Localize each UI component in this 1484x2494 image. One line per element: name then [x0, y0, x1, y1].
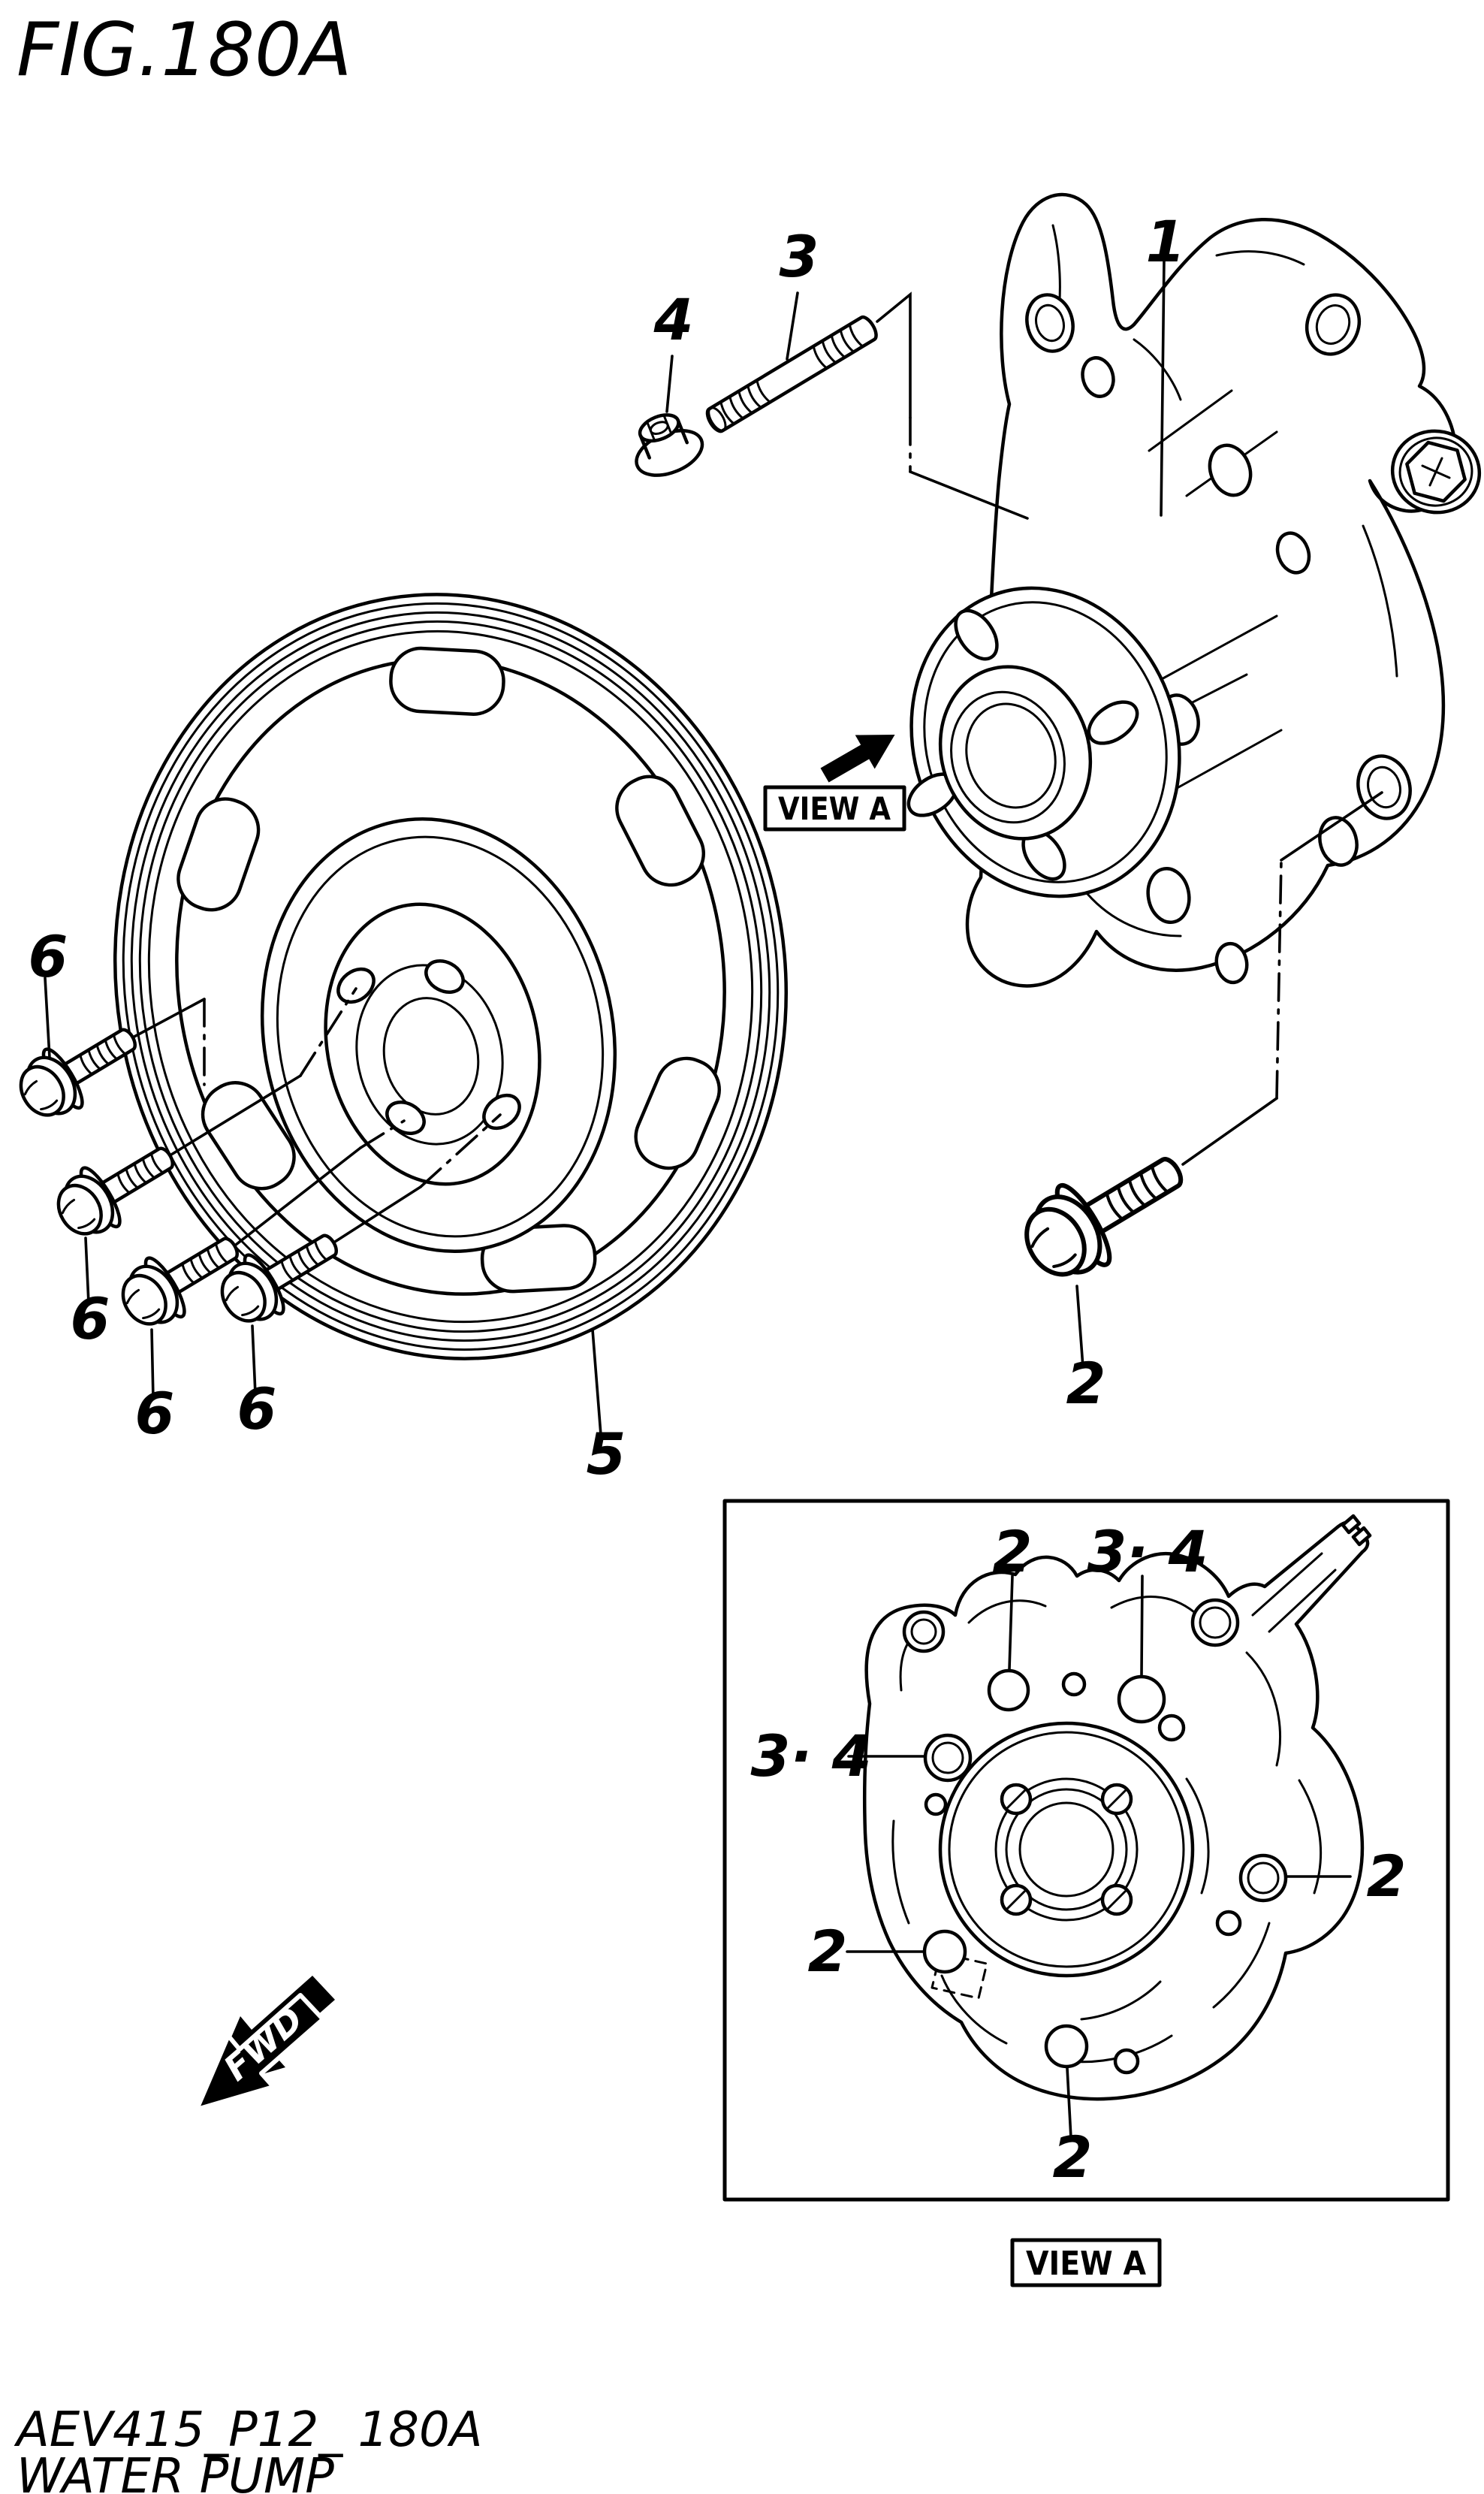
callout-4-leader [665, 355, 674, 413]
bolt6-witness-a [130, 998, 206, 1040]
view-a-arrow-icon [820, 735, 895, 783]
detail-callout-34-left: 3· 4 [750, 1723, 871, 1789]
callout-1-leader [1160, 258, 1166, 517]
housing-hex-bolt [1390, 429, 1482, 515]
detail-callout-2-bottom: 2 [1053, 2124, 1093, 2191]
housing-hub-flange [906, 586, 1181, 898]
callout-6c-leader [150, 1328, 155, 1400]
stud-witness-line [876, 291, 912, 419]
flange-nut-4 [635, 413, 704, 477]
pulley-5 [113, 593, 788, 1360]
detail-callout-2-left: 2 [808, 1918, 848, 1985]
detail-box: 2 3· 4 3· 4 2 2 2 [722, 1499, 1450, 2202]
footer-code: AEV415_P12_ 180A [14, 2402, 482, 2458]
footer-caption: WATER PUMP [17, 2449, 334, 2494]
bolt6-witness-c [234, 1146, 362, 1246]
detail-callout-2-top: 2 [993, 1518, 1033, 1585]
callout-6-label-d: 6 [237, 1375, 277, 1442]
callout-6b-leader [84, 1236, 90, 1305]
callout-5-label: 5 [587, 1421, 626, 1487]
callout-4-label: 4 [653, 286, 694, 353]
bolt2-witness [1181, 1097, 1278, 1166]
callout-6d-leader [251, 1324, 257, 1396]
water-pump-housing [906, 192, 1482, 988]
callout-2-label: 2 [1066, 1350, 1106, 1417]
figure-title: FIG.180A [17, 8, 351, 93]
bolt-2 [1009, 1130, 1201, 1295]
stud-bolt-3 [705, 316, 878, 433]
detail-hub-bolt-holes [1000, 1783, 1133, 1916]
detail-callout-2-right: 2 [1367, 1843, 1407, 1910]
view-a-label-box-main: VIEW A [763, 785, 906, 832]
bolt6-witness-b [170, 1074, 302, 1156]
callout-6a-leader [44, 977, 51, 1059]
callout-6-label-b: 6 [71, 1285, 110, 1352]
detail-callout-2-bottom-leader [1066, 2067, 1072, 2139]
callout-6-label-a: 6 [29, 923, 68, 990]
view-a-label-main: VIEW A [778, 790, 891, 827]
view-a-label-detail: VIEW A [1026, 2245, 1146, 2283]
fwd-arrow-icon: FWD [195, 1976, 335, 2112]
callout-6-label-c: 6 [135, 1380, 175, 1447]
view-a-label-box-detail: VIEW A [1010, 2238, 1162, 2287]
detail-pump-face [863, 1514, 1372, 2101]
callout-2-leader [1075, 1285, 1084, 1369]
callout-1-label: 1 [1146, 208, 1186, 275]
detail-callout-34-top: 3· 4 [1087, 1518, 1208, 1585]
detail-callout-2-top-leader [1008, 1575, 1014, 1671]
bolt6-witness-d [333, 1185, 422, 1243]
callout-3-label: 3 [780, 223, 819, 290]
callout-3-leader [786, 291, 799, 361]
callout-5-leader [591, 1328, 602, 1436]
